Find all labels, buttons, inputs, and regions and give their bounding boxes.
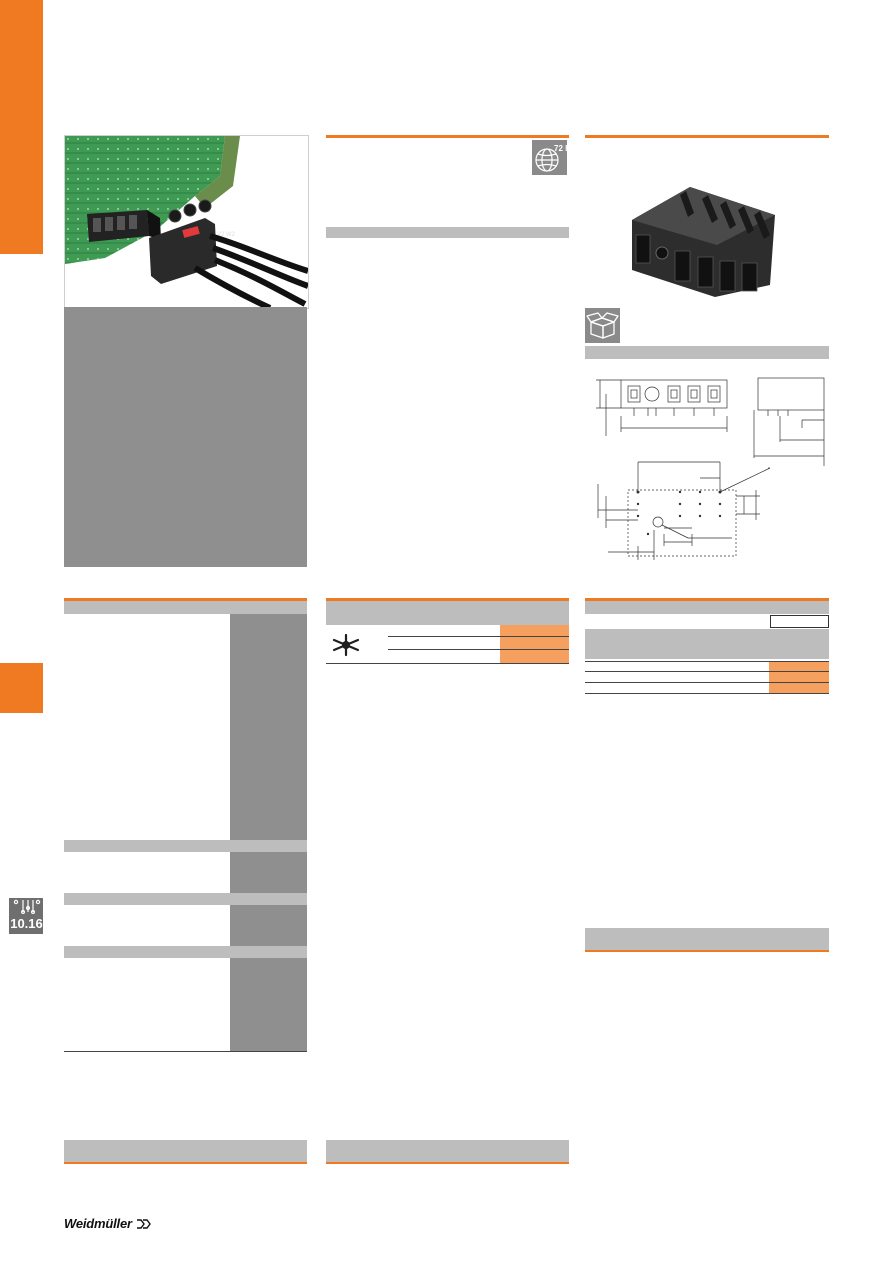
weidmuller-logo-icon (136, 1218, 151, 1229)
ordering-header (326, 601, 569, 625)
technical-data-values (230, 614, 307, 840)
col3-ordering-subheader (585, 629, 829, 659)
side-tab-section (0, 663, 43, 713)
brand-logo: Weidmüller (64, 1216, 152, 1231)
technical-data-rule (64, 598, 307, 601)
col3-notes-rule (585, 950, 829, 952)
ordering-cell-1 (500, 625, 569, 636)
star-screw-icon (332, 633, 360, 657)
ordering-cell-3 (500, 650, 569, 663)
col3-row-rule-2 (585, 671, 829, 672)
wire-data-header (64, 946, 307, 958)
col3-row-rule-1 (585, 661, 829, 662)
section-number: 10.16 (10, 916, 43, 931)
col3-ordering-rule (585, 598, 829, 601)
col3-notes-header (585, 928, 829, 950)
product-photo: V2 W2 (64, 135, 309, 309)
col1-notes-rule (64, 1162, 307, 1164)
wire-data-values (230, 958, 307, 1051)
technical-data-header (64, 601, 307, 614)
rated-data-header (64, 840, 307, 852)
col2-subheader (326, 227, 569, 238)
delivery-badge-label: 72 h (554, 144, 567, 153)
drawing-header (585, 346, 829, 359)
ordering-row-rule-2 (388, 649, 569, 650)
pcb-header-photo (632, 187, 775, 297)
delivery-badge: 72 h (532, 140, 567, 175)
approvals-header (64, 893, 307, 905)
pcb-connector-icon (13, 899, 41, 915)
ordering-bottom-rule (326, 663, 569, 664)
col3-cell-2 (769, 672, 829, 682)
qty-input-box[interactable] (770, 615, 829, 628)
col2-notes-header (326, 1140, 569, 1162)
pin-label: V2 W2 (217, 232, 236, 238)
col2-notes-rule (326, 1162, 569, 1164)
col3-cell-1 (769, 662, 829, 671)
approvals-values (230, 905, 307, 946)
col3-row-rule-3 (585, 682, 829, 683)
dimension-drawing (596, 377, 825, 560)
ordering-cell-2 (500, 637, 569, 649)
col1-table-bottom-rule (64, 1051, 307, 1052)
side-tab-top (0, 0, 43, 254)
ordering-rule (326, 598, 569, 601)
col2-top-rule (326, 135, 569, 138)
brand-name: Weidmüller (64, 1216, 132, 1231)
col1-notes-header (64, 1140, 307, 1162)
section-badge: 10.16 (9, 898, 43, 934)
rated-data-values (230, 852, 307, 893)
col3-top-rule (585, 135, 829, 138)
col3-ordering-header (585, 601, 829, 614)
col3-bottom-rule (585, 693, 829, 694)
col3-cell-3 (769, 683, 829, 693)
globe-72h-icon: 72 h (535, 144, 567, 172)
ordering-row-rule-1 (388, 636, 569, 637)
packaging-badge (585, 308, 620, 343)
product-info-block (64, 307, 307, 567)
open-box-icon (586, 312, 619, 339)
